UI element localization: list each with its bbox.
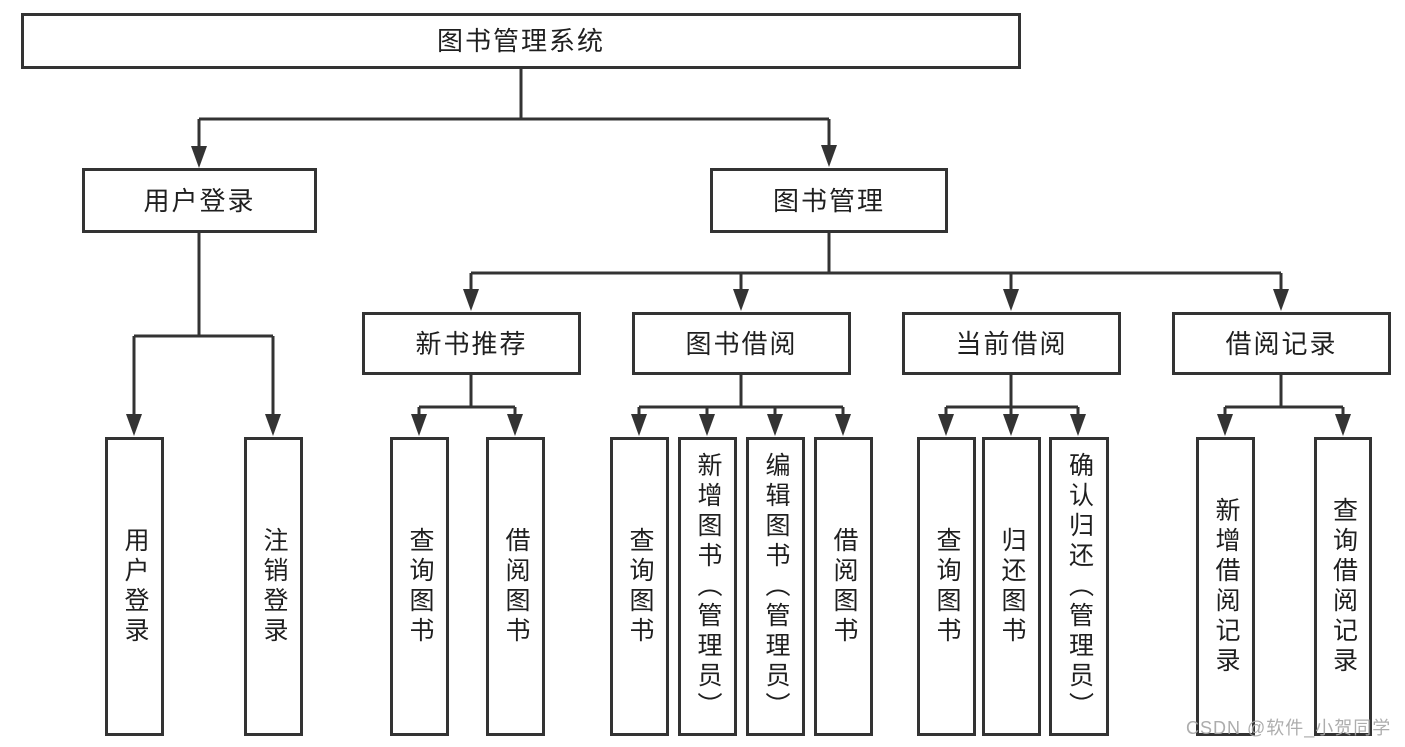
node-label: 查询图书	[933, 526, 961, 647]
node-label: 图书管理	[772, 185, 885, 216]
node-current-borrow: 当前借阅	[902, 312, 1121, 375]
connector-new-book-branch	[417, 375, 517, 424]
arrow-down-icon	[507, 414, 523, 436]
connector-borrow-record-branch	[1223, 375, 1345, 424]
node-label: 新增图书（管理员）	[694, 451, 722, 722]
leaf-query-books-2: 查询图书	[610, 437, 669, 736]
node-user-login: 用户登录	[82, 168, 317, 233]
node-label: 借阅图书	[830, 526, 858, 647]
arrow-down-icon	[411, 414, 427, 436]
node-new-book-recommend: 新书推荐	[362, 312, 581, 375]
node-label: 归还图书	[998, 526, 1026, 647]
node-label: 图书管理系统	[436, 26, 605, 56]
arrow-down-icon	[1003, 289, 1019, 311]
connector-book-management-branch	[469, 232, 1283, 296]
arrow-down-icon	[265, 414, 281, 436]
arrow-down-icon	[699, 414, 715, 436]
arrow-down-icon	[1273, 289, 1289, 311]
watermark: CSDN @软件_小贺同学	[1186, 718, 1392, 738]
node-label: 图书借阅	[685, 328, 798, 359]
node-label: 用户登录	[143, 185, 256, 216]
arrow-down-icon	[1335, 414, 1351, 436]
node-label: 新书推荐	[415, 328, 528, 359]
node-library-management-system: 图书管理系统	[21, 13, 1021, 69]
connector-book-borrow-branch	[637, 375, 845, 424]
node-label: 编辑图书（管理员）	[762, 451, 790, 722]
arrow-down-icon	[126, 414, 142, 436]
leaf-borrow-books-1: 借阅图书	[486, 437, 545, 736]
leaf-edit-books-admin: 编辑图书（管理员）	[746, 437, 805, 736]
connector-paths	[132, 69, 1345, 424]
leaf-borrow-books-2: 借阅图书	[814, 437, 873, 736]
connector-root-branch	[197, 69, 831, 150]
node-label: 查询图书	[406, 526, 434, 647]
node-book-borrow: 图书借阅	[632, 312, 851, 375]
arrow-down-icon	[1070, 414, 1086, 436]
leaf-confirm-return-admin: 确认归还（管理员）	[1049, 437, 1109, 736]
node-label: 查询图书	[626, 526, 654, 647]
node-label: 当前借阅	[955, 328, 1068, 359]
leaf-add-books-admin: 新增图书（管理员）	[678, 437, 737, 736]
node-label: 借阅记录	[1225, 328, 1338, 359]
arrow-down-icon	[767, 414, 783, 436]
node-label: 注销登录	[260, 526, 288, 647]
connector-user-login-branch	[132, 233, 275, 424]
leaf-logout: 注销登录	[244, 437, 303, 736]
leaf-query-books-3: 查询图书	[917, 437, 976, 736]
arrow-down-icon	[1003, 414, 1019, 436]
arrow-down-icon	[1217, 414, 1233, 436]
node-label: 借阅图书	[502, 526, 530, 647]
arrow-down-icon	[821, 145, 837, 167]
leaf-user-login: 用户登录	[105, 437, 164, 736]
node-label: 确认归还（管理员）	[1065, 451, 1094, 722]
arrow-down-icon	[463, 289, 479, 311]
arrowheads	[126, 145, 1351, 436]
node-label: 新增借阅记录	[1212, 496, 1240, 677]
leaf-add-borrow-record: 新增借阅记录	[1196, 437, 1255, 736]
node-label: 用户登录	[121, 526, 149, 647]
node-book-management: 图书管理	[710, 168, 948, 233]
arrow-down-icon	[733, 289, 749, 311]
arrow-down-icon	[191, 146, 207, 168]
arrow-down-icon	[631, 414, 647, 436]
arrow-down-icon	[835, 414, 851, 436]
node-label: 查询借阅记录	[1329, 496, 1358, 677]
leaf-return-books: 归还图书	[982, 437, 1041, 736]
arrow-down-icon	[938, 414, 954, 436]
node-borrow-records: 借阅记录	[1172, 312, 1391, 375]
leaf-query-books-1: 查询图书	[390, 437, 449, 736]
leaf-query-borrow-record: 查询借阅记录	[1314, 437, 1372, 736]
